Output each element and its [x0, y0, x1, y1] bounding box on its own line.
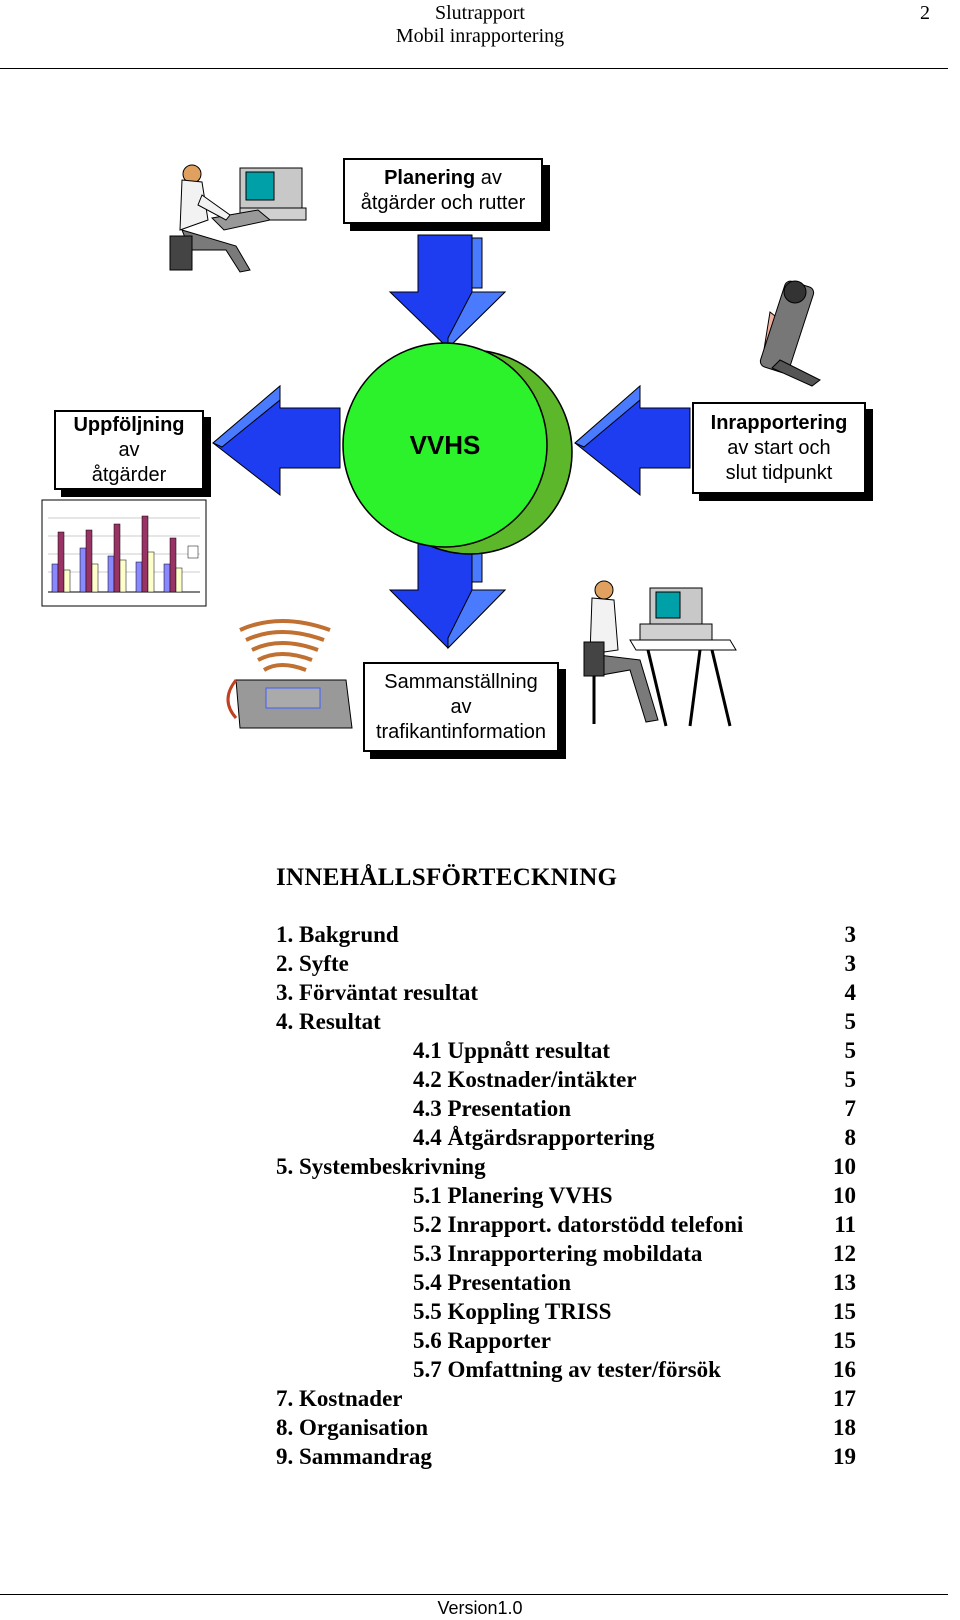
- toc-entry-label: 7. Kostnader: [276, 1386, 403, 1411]
- toc-entry-label: 4.1 Uppnått resultat: [413, 1038, 611, 1063]
- system-diagram: Planering av åtgärder och rutter Uppfölj…: [0, 150, 960, 770]
- toc-entry-page: 10: [833, 1183, 856, 1208]
- toc-entry-page: 15: [833, 1328, 856, 1353]
- toc-entry-label: 4.4 Åtgärdsrapportering: [413, 1125, 655, 1150]
- reporting-box-line1: Inrapportering: [710, 411, 848, 434]
- mobile-phone-icon: [759, 280, 821, 387]
- header-subtitle: Mobil inrapportering: [395, 25, 565, 47]
- toc-entry: 5.4 Presentation 13: [276, 1270, 856, 1299]
- toc-entry-page: 13: [833, 1270, 856, 1295]
- page-number: 2: [920, 2, 930, 24]
- followup-box-line1: Uppföljning: [73, 413, 185, 436]
- toc-entry: 5.7 Omfattning av tester/försök 16: [276, 1357, 856, 1386]
- toc-entry: 4.4 Åtgärdsrapportering 8: [276, 1125, 856, 1154]
- toc-entry: 7. Kostnader 17: [276, 1386, 856, 1415]
- toc-entry-page: 10: [833, 1154, 856, 1179]
- followup-box-line3: åtgärder: [91, 463, 167, 486]
- arrow-down-top-icon: [388, 234, 507, 350]
- toc-entry-page: 5: [844, 1067, 857, 1092]
- header-rule: [0, 68, 948, 69]
- toc-entry: 5.6 Rapporter 15: [276, 1328, 856, 1357]
- toc-entry: 5.2 Inrapport. datorstödd telefoni 11: [276, 1212, 856, 1241]
- toc-entry: 4. Resultat 5: [276, 1009, 856, 1038]
- arrow-down-bottom-icon: [388, 539, 507, 650]
- arrow-left-icon: [212, 384, 341, 497]
- arrow-right-to-center-icon: [574, 384, 691, 497]
- toc-entry-label: 8. Organisation: [276, 1415, 429, 1440]
- toc-entry-page: 3: [844, 951, 857, 976]
- planning-box-line2: åtgärder och rutter: [360, 192, 526, 214]
- toc-entry: 9. Sammandrag 19: [276, 1444, 856, 1473]
- followup-box: Uppföljning av åtgärder: [54, 410, 204, 490]
- compilation-box-line2: av: [450, 695, 472, 718]
- reporting-box: Inrapportering av start och slut tidpunk…: [692, 402, 866, 494]
- toc-entry: 5.5 Koppling TRISS 15: [276, 1299, 856, 1328]
- toc-entry-label: 5.5 Koppling TRISS: [413, 1299, 612, 1324]
- toc-entry-label: 9. Sammandrag: [276, 1444, 432, 1469]
- header-title: Slutrapport: [435, 2, 525, 24]
- toc-entry: 4.2 Kostnader/intäkter 5: [276, 1067, 856, 1096]
- toc-entry-label: 3. Förväntat resultat: [276, 980, 479, 1005]
- bar-chart-thumbnail: [41, 499, 207, 607]
- toc-entry-label: 4. Resultat: [276, 1009, 381, 1034]
- toc-entry-label: 4.2 Kostnader/intäkter: [413, 1067, 637, 1092]
- toc-entry-page: 3: [844, 922, 857, 947]
- toc-entry: 8. Organisation 18: [276, 1415, 856, 1444]
- planning-box-bold: Planering: [384, 167, 476, 189]
- computer-user-icon: [169, 164, 307, 273]
- toc-entry-label: 5.7 Omfattning av tester/försök: [413, 1357, 721, 1382]
- toc-entry-label: 5.3 Inrapportering mobildata: [413, 1241, 703, 1266]
- toc-entry-page: 7: [844, 1096, 857, 1121]
- page-header: Slutrapport Mobil inrapportering: [0, 2, 960, 48]
- toc-entry-page: 17: [833, 1386, 856, 1411]
- center-label: VVHS: [409, 430, 481, 460]
- toc-entry-page: 16: [833, 1357, 856, 1382]
- compilation-box-line1: Sammanställning: [384, 670, 538, 693]
- toc-entry-label: 5.2 Inrapport. datorstödd telefoni: [413, 1212, 744, 1237]
- toc-entry-label: 5.4 Presentation: [413, 1270, 572, 1295]
- desk-user-icon: [583, 580, 737, 727]
- toc-entry-page: 4: [844, 980, 857, 1005]
- toc-entry: 4.3 Presentation 7: [276, 1096, 856, 1125]
- toc-entry-label: 1. Bakgrund: [276, 922, 399, 947]
- toc-entry-page: 12: [833, 1241, 856, 1266]
- toc-entry: 1. Bakgrund 3: [276, 922, 856, 951]
- toc-entry-label: 5. Systembeskrivning: [276, 1154, 486, 1179]
- planning-box-rest: av: [475, 167, 502, 189]
- toc-entry: 4.1 Uppnått resultat 5: [276, 1038, 856, 1067]
- toc-entry-page: 5: [844, 1038, 857, 1063]
- compilation-box-line3: trafikantinformation: [375, 720, 547, 743]
- toc-entry-label: 5.6 Rapporter: [413, 1328, 551, 1353]
- toc-entry-page: 15: [833, 1299, 856, 1324]
- toc-entry-page: 11: [834, 1212, 856, 1237]
- vvhs-circle: [342, 342, 548, 548]
- reporting-box-line3: slut tidpunkt: [725, 461, 833, 484]
- toc-list: 1. Bakgrund 3 2. Syfte 3 3. Förväntat result…: [276, 922, 856, 1473]
- reporting-box-line2: av start och: [727, 436, 831, 459]
- toc-entry: 5.3 Inrapportering mobildata 12: [276, 1241, 856, 1270]
- fax-machine-icon: [226, 619, 353, 729]
- compilation-box: Sammanställning av trafikantinformation: [363, 662, 559, 752]
- toc-entry-label: 2. Syfte: [276, 951, 349, 976]
- toc-entry-page: 8: [844, 1125, 857, 1150]
- toc-entry: 5. Systembeskrivning 10: [276, 1154, 856, 1183]
- toc-entry: 3. Förväntat resultat 4: [276, 980, 856, 1009]
- toc-entry: 5.1 Planering VVHS 10: [276, 1183, 856, 1212]
- planning-box: Planering av åtgärder och rutter: [343, 158, 543, 224]
- diagram-graphics: [41, 164, 821, 729]
- toc-entry-page: 5: [844, 1009, 857, 1034]
- toc-title: INNEHÅLLSFÖRTECKNING: [276, 864, 618, 891]
- footer-rule: [0, 1594, 948, 1595]
- toc-entry-label: 4.3 Presentation: [413, 1096, 572, 1121]
- toc-entry-page: 18: [833, 1415, 856, 1440]
- footer-version: Version1.0: [437, 1598, 523, 1618]
- toc-entry-label: 5.1 Planering VVHS: [413, 1183, 613, 1208]
- toc-entry: 2. Syfte 3: [276, 951, 856, 980]
- toc-entry-page: 19: [833, 1444, 856, 1469]
- followup-box-line2: av: [118, 438, 140, 461]
